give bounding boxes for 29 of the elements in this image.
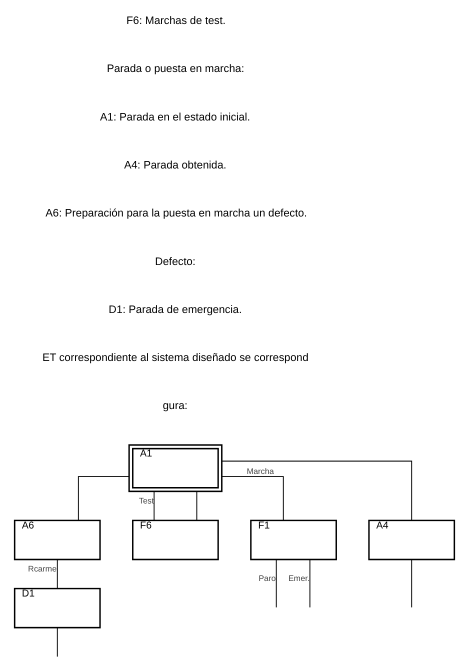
edge-label: Marcha: [246, 467, 274, 476]
edge-label: Paro: [258, 574, 276, 583]
node-box: A6: [14, 520, 101, 560]
label: A1: Parada en el estado inicial.: [100, 111, 250, 124]
node-box: A1: [128, 444, 222, 492]
label: ET correspondiente al sistema diseñado se correspond: [42, 352, 309, 364]
connector: [56, 559, 58, 589]
connector: [309, 559, 310, 608]
node-box: A4: [368, 520, 456, 560]
node-box: F6: [132, 520, 219, 560]
edge-label: Emer.: [288, 574, 310, 583]
node-box: F1: [250, 520, 337, 560]
connector: [196, 491, 198, 521]
connector: [221, 460, 412, 521]
connector: [221, 476, 284, 521]
label: Parada o puesta en marcha:: [106, 63, 244, 76]
label: A4: Parada obtenida.: [124, 159, 226, 172]
node-box: D1: [14, 588, 101, 628]
connector: [56, 627, 58, 658]
edge-label: Rcarme: [28, 564, 57, 574]
connector: [411, 559, 412, 608]
connector: [78, 476, 130, 521]
connector: [154, 491, 155, 521]
label: gura:: [162, 400, 188, 412]
label: A6: Preparación para la puesta en marcha un defecto.: [46, 208, 308, 220]
label: F6: Marchas de test.: [126, 15, 226, 27]
connector: [276, 559, 277, 608]
label: D1: Parada de emergencia.: [108, 304, 242, 316]
label: Defecto:: [155, 256, 196, 268]
